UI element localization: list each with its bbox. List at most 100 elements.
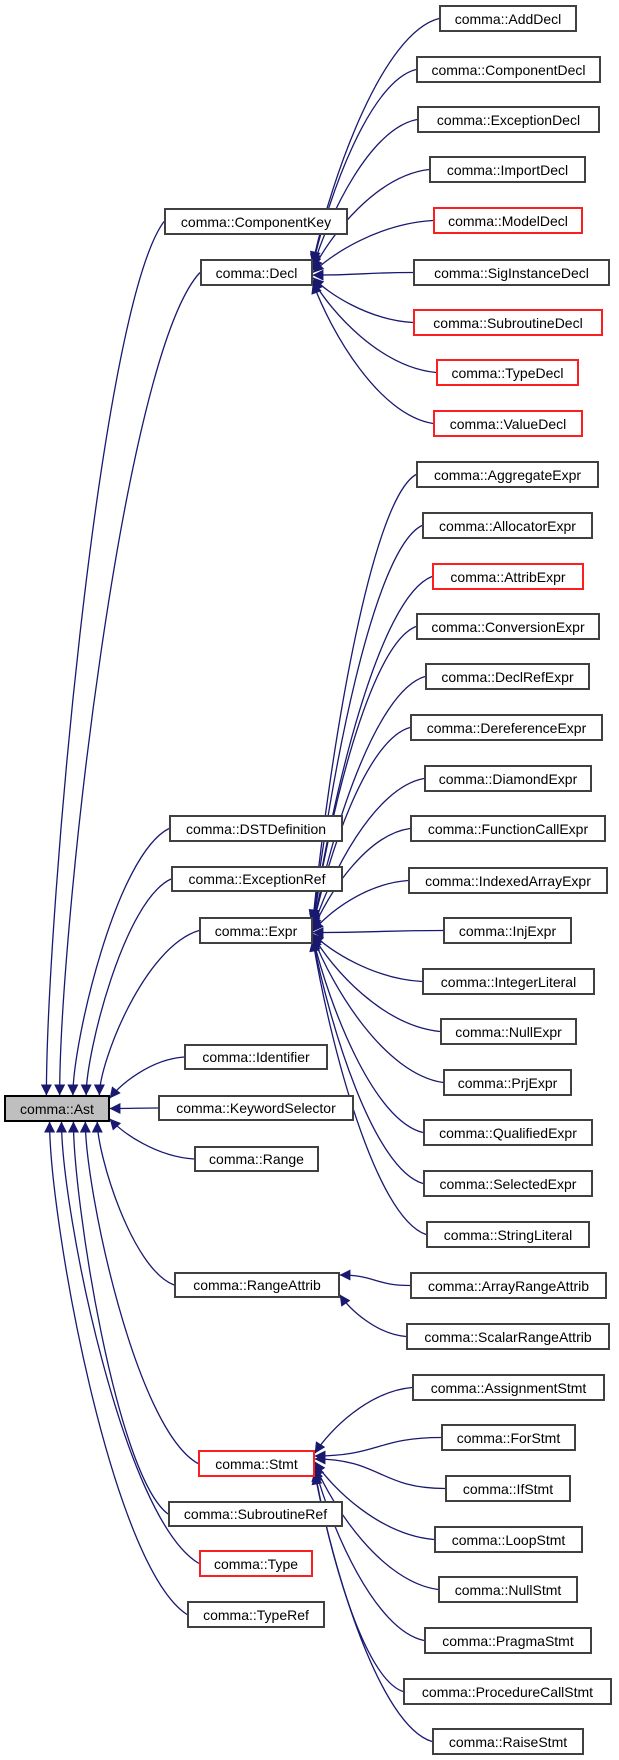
inheritance-edge-exceptiondecl-to-decl <box>310 118 418 268</box>
class-node-label: comma::ConversionExpr <box>431 618 585 635</box>
class-node-stmt[interactable]: comma::Stmt <box>198 1450 315 1477</box>
class-node-range[interactable]: comma::Range <box>194 1146 319 1172</box>
class-node-label: comma::AddDecl <box>454 10 562 27</box>
class-node-label: comma::ArrayRangeAttrib <box>427 1277 590 1294</box>
inheritance-edge-modeldecl-to-decl <box>312 219 434 273</box>
inheritance-edge-arrayrangeattrib-to-rangeattrib <box>339 1269 411 1287</box>
class-node-label: comma::AllocatorExpr <box>439 517 576 534</box>
class-node-integerliteral[interactable]: comma::IntegerLiteral <box>422 968 595 995</box>
inheritance-edge-identifier-to-ast <box>109 1056 185 1099</box>
class-node-label: comma::AssignmentStmt <box>430 1379 587 1396</box>
class-node-importdecl[interactable]: comma::ImportDecl <box>429 156 586 183</box>
class-node-decl[interactable]: comma::Decl <box>200 259 313 286</box>
class-node-label: comma::NullExpr <box>455 1023 562 1040</box>
inheritance-edge-indexedarrayexpr-to-expr <box>312 879 409 932</box>
class-node-forstmt[interactable]: comma::ForStmt <box>441 1424 576 1451</box>
class-node-ast: comma::Ast <box>4 1095 110 1122</box>
class-node-componentdecl[interactable]: comma::ComponentDecl <box>416 56 601 83</box>
inheritance-edge-expr-to-ast <box>93 929 200 1096</box>
inheritance-edge-pragmastmt-to-stmt <box>312 1467 425 1642</box>
class-node-label: comma::Ast <box>20 1100 94 1117</box>
class-node-arrayrangeattrib[interactable]: comma::ArrayRangeAttrib <box>410 1272 607 1299</box>
class-node-label: comma::RangeAttrib <box>193 1277 321 1293</box>
class-node-ifstmt[interactable]: comma::IfStmt <box>445 1475 571 1502</box>
class-node-label: comma::TypeDecl <box>451 364 564 381</box>
class-node-label: comma::ForStmt <box>456 1429 561 1446</box>
class-node-label: comma::Range <box>209 1151 304 1167</box>
class-node-label: comma::ProcedureCallStmt <box>421 1683 594 1700</box>
class-node-modeldecl[interactable]: comma::ModelDecl <box>433 207 583 234</box>
class-node-diamondexpr[interactable]: comma::DiamondExpr <box>424 765 592 792</box>
class-node-siginstancedecl[interactable]: comma::SigInstanceDecl <box>413 259 610 286</box>
inheritance-edge-rangeattrib-to-ast <box>91 1121 175 1286</box>
class-node-loopstmt[interactable]: comma::LoopStmt <box>434 1526 583 1553</box>
class-node-expr[interactable]: comma::Expr <box>199 917 313 944</box>
class-node-adddecl[interactable]: comma::AddDecl <box>439 5 577 32</box>
class-node-label: comma::IntegerLiteral <box>440 973 577 990</box>
class-node-stringliteral[interactable]: comma::StringLiteral <box>426 1221 590 1248</box>
class-node-subroutineref[interactable]: comma::SubroutineRef <box>168 1501 343 1527</box>
class-node-label: comma::PrjExpr <box>457 1074 558 1091</box>
inheritance-edge-componentdecl-to-decl <box>309 68 417 266</box>
class-node-scalarrangeattrib[interactable]: comma::ScalarRangeAttrib <box>406 1323 610 1350</box>
class-node-dstdefinition[interactable]: comma::DSTDefinition <box>169 815 343 842</box>
class-node-exceptionref[interactable]: comma::ExceptionRef <box>171 866 343 892</box>
inheritance-edge-keywordselector-to-ast <box>109 1102 159 1114</box>
class-node-label: comma::PragmaStmt <box>442 1632 574 1649</box>
class-node-indexedarrayexpr[interactable]: comma::IndexedArrayExpr <box>408 867 608 894</box>
class-node-attribexpr[interactable]: comma::AttribExpr <box>432 563 584 590</box>
class-node-componentkey[interactable]: comma::ComponentKey <box>164 208 348 235</box>
class-node-assignmentstmt[interactable]: comma::AssignmentStmt <box>412 1374 605 1401</box>
class-node-nullstmt[interactable]: comma::NullStmt <box>438 1576 578 1603</box>
class-node-label: comma::DSTDefinition <box>185 820 327 837</box>
class-node-type[interactable]: comma::Type <box>199 1550 313 1577</box>
class-node-identifier[interactable]: comma::Identifier <box>184 1044 328 1070</box>
class-node-typeref[interactable]: comma::TypeRef <box>187 1601 325 1628</box>
class-node-label: comma::DeclRefExpr <box>441 668 574 685</box>
class-node-exceptiondecl[interactable]: comma::ExceptionDecl <box>417 106 600 133</box>
inheritance-edge-prjexpr-to-expr <box>311 936 444 1084</box>
inheritance-edge-subroutineref-to-ast <box>67 1121 169 1515</box>
class-node-pragmastmt[interactable]: comma::PragmaStmt <box>424 1627 592 1654</box>
inheritance-edge-range-to-ast <box>109 1118 195 1160</box>
class-node-prjexpr[interactable]: comma::PrjExpr <box>443 1069 572 1096</box>
class-node-valuedecl[interactable]: comma::ValueDecl <box>433 410 583 437</box>
class-node-label: comma::QualifiedExpr <box>439 1124 577 1141</box>
inheritance-edge-selectedexpr-to-expr <box>309 939 424 1185</box>
class-node-label: comma::ValueDecl <box>449 415 567 432</box>
class-node-label: comma::SigInstanceDecl <box>434 264 589 281</box>
inheritance-edge-allocatorexpr-to-expr <box>308 524 423 922</box>
inheritance-edge-importdecl-to-decl <box>312 168 430 271</box>
inheritance-edge-aggregateexpr-to-expr <box>308 473 417 921</box>
class-node-injexpr[interactable]: comma::InjExpr <box>443 917 572 944</box>
inheritance-edge-nullstmt-to-stmt <box>314 1464 439 1591</box>
class-node-declrefexpr[interactable]: comma::DeclRefExpr <box>425 663 590 690</box>
inheritance-edge-functioncallexpr-to-expr <box>311 827 411 931</box>
class-node-procedurecallstmt[interactable]: comma::ProcedureCallStmt <box>403 1678 612 1705</box>
class-node-typedecl[interactable]: comma::TypeDecl <box>436 359 579 386</box>
inheritance-edge-componentkey-to-ast <box>40 221 165 1096</box>
class-node-nullexpr[interactable]: comma::NullExpr <box>440 1018 577 1045</box>
inheritance-edge-dereferenceexpr-to-expr <box>309 726 411 928</box>
inheritance-edge-qualifiedexpr-to-expr <box>310 937 424 1134</box>
class-node-label: comma::ExceptionRef <box>188 871 326 887</box>
class-node-label: comma::SelectedExpr <box>439 1175 577 1192</box>
class-node-qualifiedexpr[interactable]: comma::QualifiedExpr <box>423 1119 593 1146</box>
class-node-raisestmt[interactable]: comma::RaiseStmt <box>432 1728 584 1755</box>
class-node-keywordselector[interactable]: comma::KeywordSelector <box>158 1095 354 1121</box>
class-node-dereferenceexpr[interactable]: comma::DereferenceExpr <box>410 714 603 741</box>
inheritance-edge-stmt-to-ast <box>79 1121 199 1465</box>
class-node-rangeattrib[interactable]: comma::RangeAttrib <box>174 1272 340 1298</box>
class-node-label: comma::LoopStmt <box>451 1531 566 1548</box>
class-node-functioncallexpr[interactable]: comma::FunctionCallExpr <box>410 815 606 842</box>
class-node-subroutinedecl[interactable]: comma::SubroutineDecl <box>413 309 603 336</box>
class-node-conversionexpr[interactable]: comma::ConversionExpr <box>416 613 600 640</box>
inheritance-edge-injexpr-to-expr <box>312 927 444 939</box>
class-node-label: comma::SubroutineRef <box>183 1506 328 1522</box>
inheritance-edge-scalarrangeattrib-to-rangeattrib <box>339 1294 407 1338</box>
class-node-allocatorexpr[interactable]: comma::AllocatorExpr <box>422 512 593 539</box>
class-node-aggregateexpr[interactable]: comma::AggregateExpr <box>416 461 599 488</box>
class-node-selectedexpr[interactable]: comma::SelectedExpr <box>423 1170 593 1197</box>
inheritance-edge-forstmt-to-stmt <box>314 1436 442 1462</box>
